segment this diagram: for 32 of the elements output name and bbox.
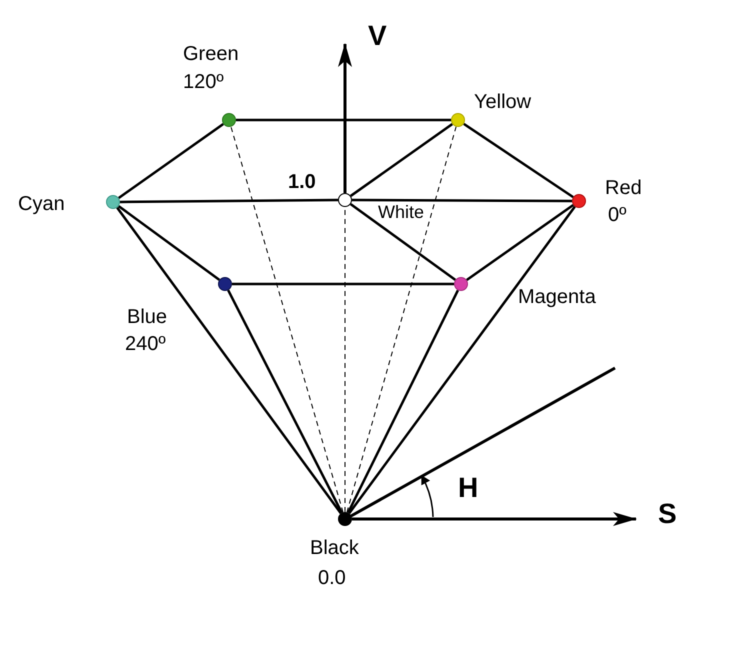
edge-line: [352, 198, 572, 202]
axis-label: V: [368, 22, 387, 50]
edge-line: [466, 204, 574, 281]
axis-label: S: [658, 500, 677, 528]
color-name: White: [378, 202, 424, 222]
edge-line: [116, 206, 342, 514]
edge-line: [346, 290, 460, 514]
value-label: 0.0: [318, 566, 346, 590]
edge-line: [236, 118, 451, 122]
edge-line: [463, 122, 574, 198]
value-label: 0º: [608, 203, 626, 227]
dashed-line: [346, 126, 457, 513]
dashed-line: [230, 126, 344, 513]
value-label: 120º: [183, 70, 224, 94]
color-name: Magenta: [518, 285, 596, 309]
color-name: Blue: [127, 305, 168, 329]
color-name: Red: [605, 176, 642, 200]
color-name: Black: [310, 536, 359, 560]
color-name: Yellow: [474, 90, 532, 114]
color-name: Cyan: [18, 192, 65, 216]
edge-line: [118, 123, 224, 199]
axis-label: 1.0: [288, 172, 316, 192]
edge-line: [232, 282, 454, 286]
edge-line: [350, 203, 456, 281]
axis-label: H: [458, 474, 478, 502]
value-label: 240º: [125, 332, 166, 356]
edge-line: [120, 198, 338, 204]
edge-line: [118, 205, 220, 281]
edge-line: [350, 123, 453, 197]
edge-line: [227, 290, 343, 514]
edge-line: [348, 206, 576, 514]
color-name: Green: [183, 42, 239, 66]
